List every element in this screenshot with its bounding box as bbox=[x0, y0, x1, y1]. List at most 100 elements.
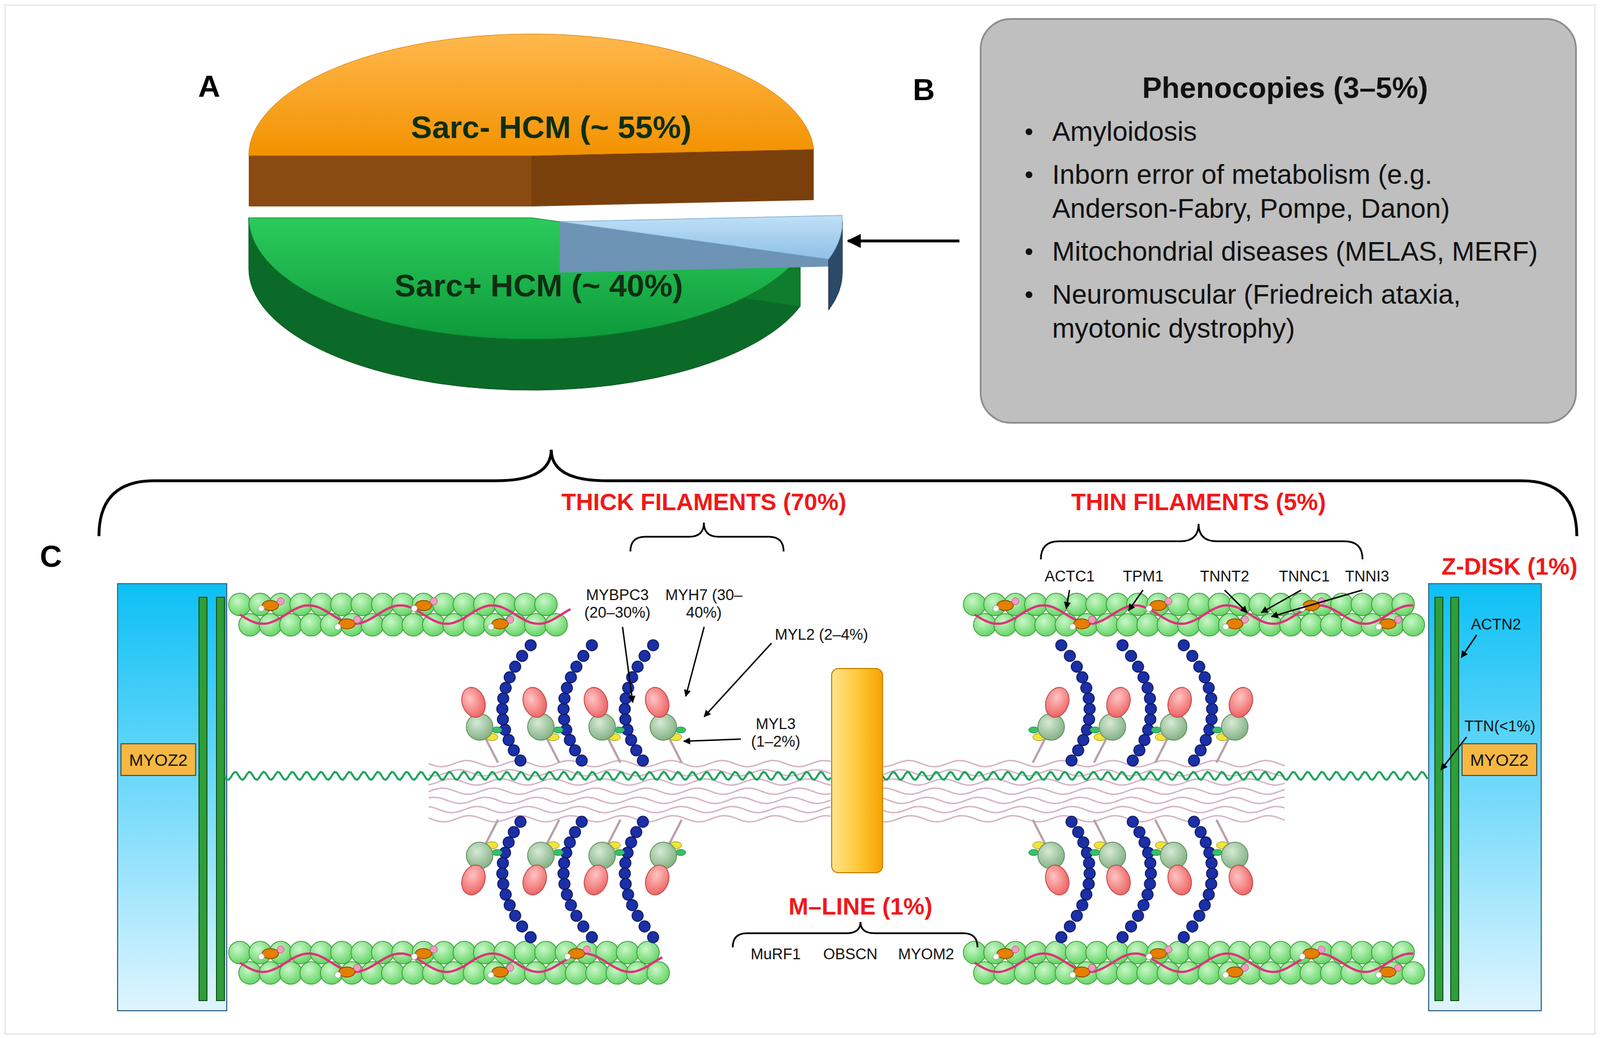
mybpc3-bead bbox=[1071, 909, 1083, 921]
light-chain bbox=[491, 726, 503, 733]
mybpc3-bead bbox=[1083, 867, 1096, 880]
gene-label: TPM1 bbox=[1122, 567, 1164, 586]
mybpc3-bead bbox=[619, 713, 631, 725]
actin-bead bbox=[534, 940, 558, 964]
troponin-subunit bbox=[1146, 604, 1153, 612]
label-anchor: MYL3 (1–2%) bbox=[744, 715, 807, 751]
mybpc3-bead bbox=[1117, 931, 1129, 943]
mybpc3-bead bbox=[1145, 703, 1157, 715]
light-chain bbox=[1151, 726, 1162, 733]
bullet-item: Inborn error of metabolism (e.g. Anderso… bbox=[1021, 157, 1550, 226]
troponin-subunit bbox=[487, 623, 495, 630]
troponin-subunit bbox=[487, 971, 495, 978]
myosin-domain bbox=[1160, 713, 1187, 741]
actin-bead bbox=[300, 961, 323, 984]
mybpc3-bead bbox=[561, 888, 573, 901]
label-anchor: B bbox=[913, 72, 936, 107]
mybpc3-bead bbox=[1142, 888, 1154, 901]
mybpc3-bead bbox=[503, 734, 515, 746]
mybpc3-bead bbox=[1142, 681, 1154, 694]
troponin-subunit bbox=[1069, 623, 1076, 630]
troponin bbox=[262, 948, 279, 959]
mybpc3-bead bbox=[1199, 671, 1211, 683]
troponin bbox=[1303, 948, 1320, 959]
myosin-domain bbox=[650, 713, 677, 741]
myosin-domain bbox=[1221, 713, 1249, 741]
troponin-subunit bbox=[1088, 963, 1096, 972]
actin-bead bbox=[1259, 613, 1282, 637]
mybpc3-bead bbox=[625, 836, 637, 848]
troponin-subunit bbox=[1241, 615, 1249, 624]
leader-arrow bbox=[685, 626, 705, 696]
titin bbox=[224, 771, 831, 780]
mybpc3-bead bbox=[500, 888, 512, 901]
actin-bead bbox=[1136, 613, 1160, 637]
leader-arrow bbox=[1461, 634, 1477, 658]
bullet-dot bbox=[1025, 128, 1033, 136]
myosin-head bbox=[1225, 861, 1257, 899]
actin-bead bbox=[514, 940, 538, 964]
troponin-subunit bbox=[1088, 615, 1096, 624]
z-disk-panel bbox=[117, 583, 227, 1011]
group-heading: M–LINE (1%) bbox=[788, 892, 933, 920]
light-chain bbox=[552, 726, 564, 733]
troponin-subunit bbox=[1146, 953, 1153, 960]
pointer-arrow bbox=[848, 239, 960, 243]
mybpc3-bead bbox=[1127, 815, 1139, 828]
thick-filament-backbone bbox=[428, 797, 831, 804]
actin-bead bbox=[351, 940, 374, 964]
mybpc3-bead bbox=[497, 692, 509, 704]
myosin-head bbox=[1041, 684, 1074, 721]
gene-label: TNNC1 bbox=[1278, 567, 1330, 586]
actin-bead bbox=[514, 593, 538, 616]
light-chain bbox=[1028, 726, 1040, 733]
actin-bead bbox=[1116, 613, 1140, 637]
myosin-head bbox=[1102, 684, 1135, 721]
mybpc3-bead bbox=[647, 931, 659, 943]
actin-bead bbox=[228, 940, 252, 964]
mybpc3-bead bbox=[525, 639, 537, 651]
mybpc3-bead bbox=[516, 920, 529, 932]
tropomyosin bbox=[239, 604, 571, 624]
troponin bbox=[415, 948, 432, 959]
mybpc3-bead bbox=[647, 639, 659, 651]
mybpc3-bead bbox=[1193, 909, 1205, 921]
mybpc3-bead bbox=[1080, 888, 1093, 901]
protein-box: MYOZ2 bbox=[120, 742, 197, 776]
troponin-subunit bbox=[564, 953, 571, 960]
mybpc3-bead bbox=[626, 898, 638, 911]
troponin-subunit bbox=[1375, 971, 1382, 978]
actin-bead bbox=[1320, 613, 1344, 637]
actin-bead bbox=[1167, 593, 1191, 616]
leader-arrow bbox=[1128, 589, 1143, 611]
troponin-subunit bbox=[1375, 623, 1382, 630]
tropomyosin bbox=[974, 604, 1414, 624]
troponin-subunit bbox=[1164, 945, 1173, 953]
bullet-item: Amyloidosis bbox=[1021, 114, 1550, 149]
actin-bead bbox=[524, 961, 548, 984]
myosin-domain bbox=[1099, 713, 1126, 741]
actinin-bar bbox=[1450, 597, 1459, 1001]
mybpc3-bead bbox=[1077, 836, 1089, 848]
mybpc3-bead bbox=[619, 857, 631, 869]
light-chain bbox=[675, 726, 686, 733]
troponin-subunit bbox=[1012, 597, 1020, 605]
mybpc3-bead bbox=[497, 878, 509, 890]
myosin-domain bbox=[1160, 841, 1187, 869]
label-anchor: TTN(<1%) bbox=[1464, 717, 1535, 735]
gene-label: MYL3 (1–2%) bbox=[744, 715, 807, 751]
mybpc3-bead bbox=[620, 878, 632, 890]
troponin bbox=[1149, 599, 1167, 611]
mybpc3-bead bbox=[1199, 898, 1211, 911]
actin-bead bbox=[565, 961, 588, 984]
mybpc3-bead bbox=[569, 744, 581, 756]
mybpc3-bead bbox=[1083, 713, 1095, 725]
light-chain bbox=[614, 726, 625, 733]
label-anchor: ACTC1 bbox=[1044, 567, 1096, 586]
mybpc3-bead bbox=[576, 754, 588, 767]
mybpc3-bead bbox=[565, 898, 577, 911]
myosin-head bbox=[1041, 861, 1074, 899]
tropomyosin bbox=[974, 953, 1414, 972]
myosin-head bbox=[1102, 861, 1135, 899]
mybpc3-bead bbox=[622, 681, 634, 694]
